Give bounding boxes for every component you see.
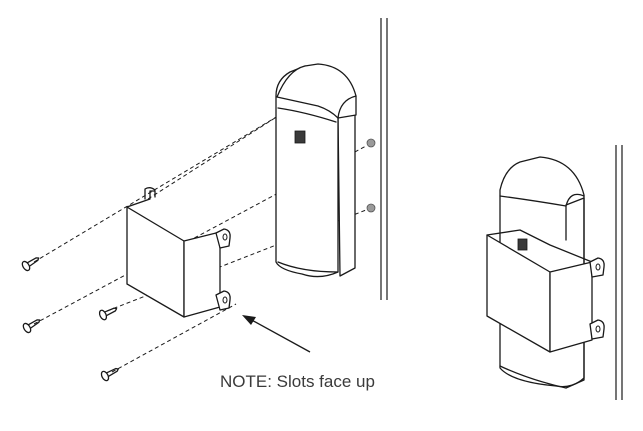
screw-icon [100, 367, 119, 382]
note-arrow [242, 315, 311, 353]
left-wall [380, 18, 388, 300]
note-label: NOTE: Slots face up [220, 372, 375, 391]
wall-hole-lower [366, 203, 376, 213]
sensor-icon [294, 130, 306, 144]
wall-hole-upper [366, 138, 376, 148]
screw-icon [22, 319, 41, 334]
wall-holes [366, 138, 376, 213]
assembled-unit [486, 156, 605, 389]
screws [21, 257, 119, 382]
screw-icon [98, 307, 118, 321]
right-wall [615, 145, 623, 400]
mounting-bracket [126, 187, 231, 318]
device-unit [275, 63, 357, 278]
sensor-icon [517, 238, 528, 251]
screw-icon [21, 257, 40, 272]
